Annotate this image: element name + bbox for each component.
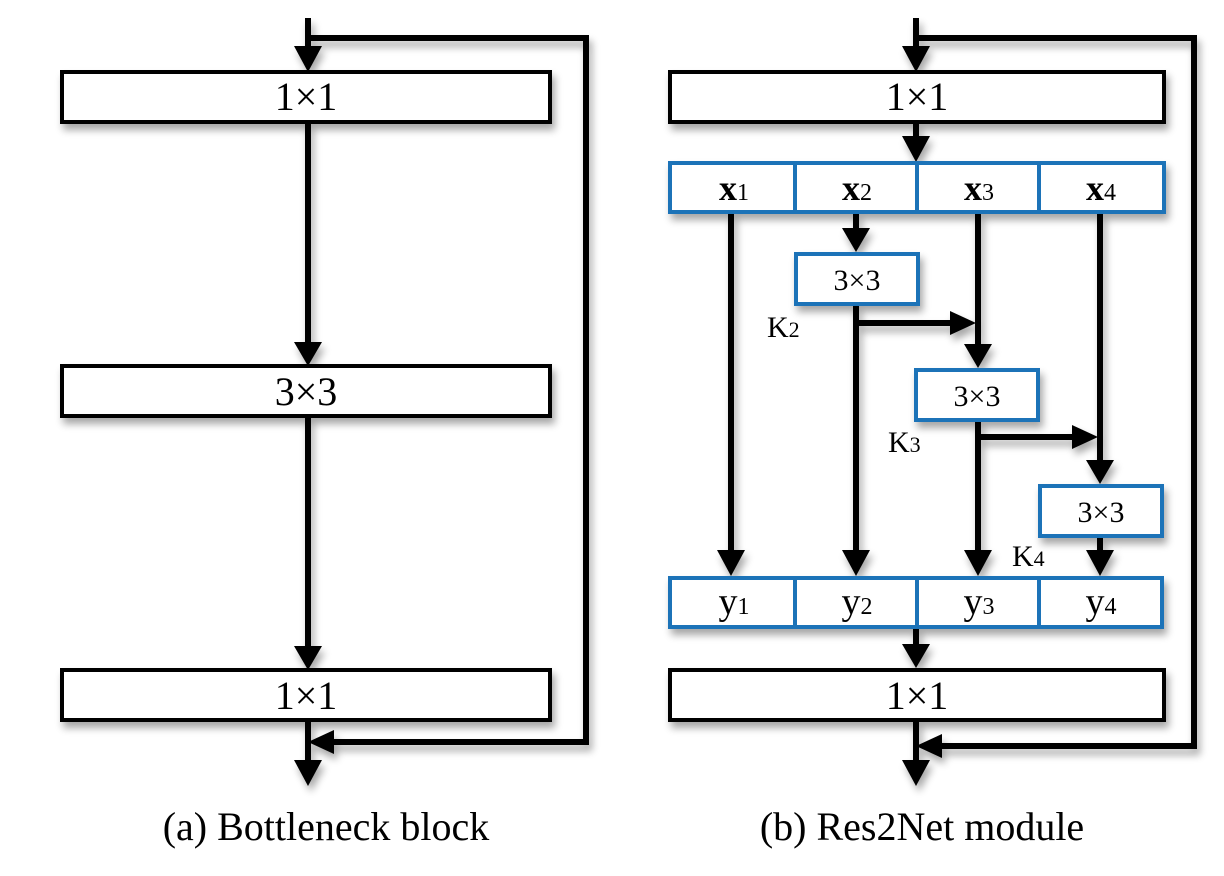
- conv-1x1-bottom-b-label: 1×1: [886, 673, 949, 718]
- arrowhead: [964, 344, 992, 368]
- arrowhead: [1086, 550, 1114, 576]
- conv-1x1-top-b: [668, 70, 1166, 124]
- arrowhead: [1072, 425, 1098, 449]
- conv-1x1-top-a: [60, 70, 552, 124]
- conv-k4-label: 3×3: [1078, 496, 1125, 529]
- arrowhead: [902, 136, 930, 162]
- conv-k4: [1038, 484, 1164, 538]
- skip-arrowhead-a: [308, 730, 334, 754]
- caption-b: (b) Res2Net module: [760, 804, 1084, 849]
- conv-k3-label: 3×3: [954, 380, 1001, 413]
- conv-k2-label: 3×3: [834, 264, 881, 297]
- conv-1x1-bottom-a: [60, 668, 552, 722]
- conv-k2: [794, 252, 920, 306]
- panel-bottleneck: [60, 18, 589, 786]
- arrowhead: [902, 46, 930, 72]
- split-x2-label: x2: [842, 168, 872, 208]
- k3-annotation: K3: [888, 426, 921, 459]
- skip-connection-b: [916, 35, 1197, 749]
- arrowhead: [950, 311, 976, 335]
- conv-1x1-bottom-a-label: 1×1: [275, 673, 338, 718]
- arrowhead: [294, 342, 322, 366]
- split-y4-label: y4: [1086, 581, 1117, 623]
- conv-1x1-bottom-b: [668, 668, 1166, 722]
- split-x-labels: x1 x2 x3 x4: [719, 168, 1116, 208]
- arrowhead: [902, 644, 930, 668]
- arrowhead: [1086, 460, 1114, 484]
- skip-connection-a: [308, 35, 589, 745]
- conv-1x1-top-a-label: 1×1: [275, 74, 338, 119]
- split-y2-label: y2: [842, 581, 873, 623]
- split-x3-label: x3: [964, 168, 994, 208]
- arrowhead: [294, 46, 322, 72]
- panel-res2net: [668, 18, 1197, 786]
- split-y3-label: y3: [964, 581, 995, 623]
- k2-annotation: K2: [767, 311, 800, 344]
- arrowhead: [842, 550, 870, 576]
- arrowhead: [294, 646, 322, 670]
- output-arrowhead-b: [902, 760, 930, 786]
- conv-3x3-a-label: 3×3: [275, 369, 338, 414]
- arrowhead: [964, 550, 992, 576]
- split-x1-label: x1: [719, 168, 749, 208]
- skip-arrowhead-b: [916, 734, 942, 758]
- arrowhead: [717, 550, 745, 576]
- conv-1x1-top-b-label: 1×1: [886, 74, 949, 119]
- output-arrowhead-a: [294, 760, 322, 786]
- split-y-labels: y1 y2 y3 y4: [719, 581, 1117, 623]
- conv-3x3-a: [60, 364, 552, 418]
- arrowhead: [842, 228, 870, 252]
- split-y1-label: y1: [719, 581, 750, 623]
- split-x4-label: x4: [1086, 168, 1116, 208]
- conv-k3: [914, 368, 1040, 422]
- caption-a: (a) Bottleneck block: [163, 804, 490, 849]
- k4-annotation: K4: [1012, 540, 1045, 573]
